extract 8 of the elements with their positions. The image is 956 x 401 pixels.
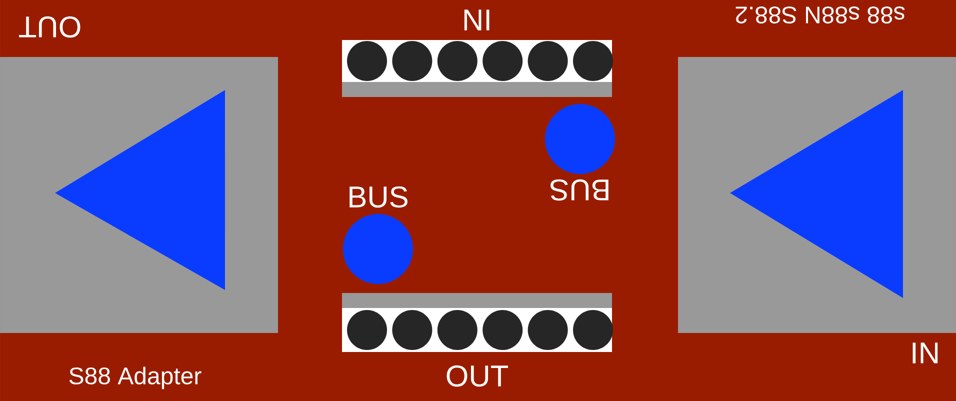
pad-label: BUS (350, 186, 408, 208)
board-text: s88 s88N S88.2 (736, 6, 905, 24)
board-text: S88 Adapter (69, 366, 202, 390)
socket-label: IN (912, 342, 938, 364)
header-label: OUT (446, 365, 508, 387)
header-label: IN (464, 10, 490, 30)
pad-label: BUS (550, 179, 608, 201)
socket-label: OUT (19, 16, 80, 38)
